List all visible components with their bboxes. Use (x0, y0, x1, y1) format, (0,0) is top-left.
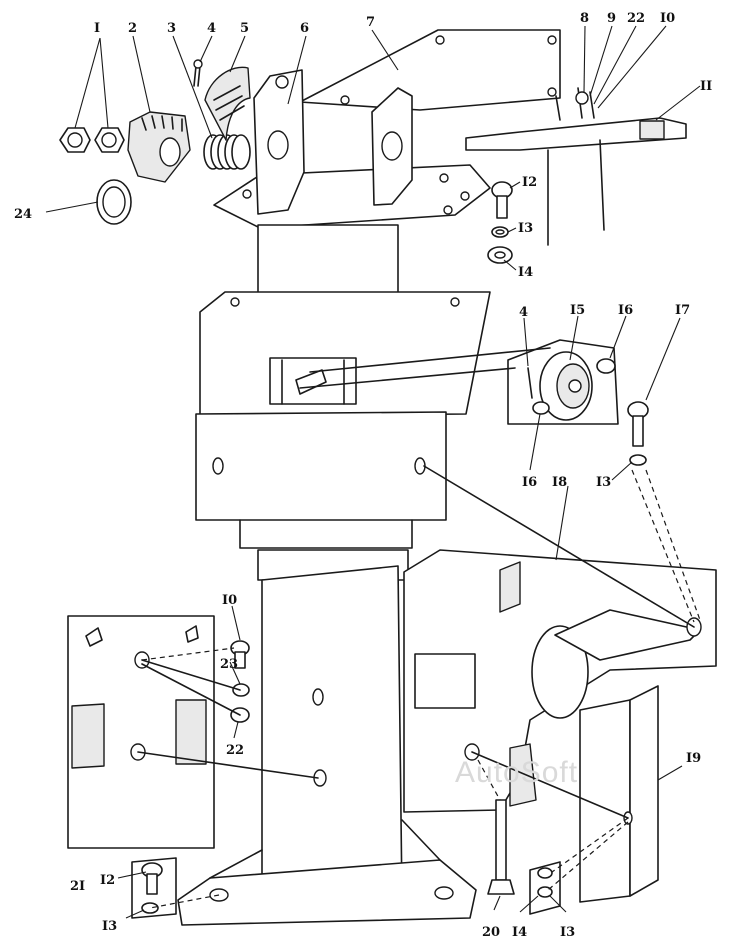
leader-lines (45, 25, 701, 919)
callout-part-18: I8 (552, 475, 567, 490)
callout-part-3: 3 (167, 21, 176, 36)
callout-part-13-bottom: I3 (560, 925, 575, 940)
bracket-ears-part-6 (253, 69, 413, 215)
callout-part-11: II (700, 79, 712, 94)
spring-part-3 (203, 134, 251, 170)
bolt-part-17 (627, 401, 649, 466)
cam-segment-part-5 (204, 66, 251, 141)
callout-part-24: 24 (14, 207, 32, 222)
callout-part-10-top: I0 (660, 11, 675, 26)
washer-part-23 (232, 683, 250, 697)
bolt-part-10-lower (230, 640, 250, 669)
callout-part-4-lower: 4 (519, 305, 528, 320)
pulley-bracket-part-15 (507, 339, 619, 425)
watermark: AutoSoft (455, 756, 579, 789)
callout-part-14-upper: I4 (518, 265, 533, 280)
callout-part-20: 20 (482, 925, 500, 940)
washer-part-13-upper (491, 226, 509, 238)
column-collar (199, 291, 491, 417)
bracket-bolt-lower-left (131, 857, 177, 919)
callout-part-14-lower: I4 (512, 925, 527, 940)
callout-part-4: 4 (207, 21, 216, 36)
nut-part-14-upper (487, 246, 513, 264)
callout-part-19: I9 (686, 751, 701, 766)
mounting-plate (213, 164, 491, 229)
callout-part-23: 23 (220, 657, 238, 672)
callout-part-12-lower: I2 (100, 873, 115, 888)
bolt-part-20 (487, 799, 515, 895)
washer-nut-lower-right (529, 861, 561, 915)
callout-part-9: 9 (607, 11, 616, 26)
callout-part-16-lower: I6 (522, 475, 537, 490)
callout-part-22-lower: 22 (226, 743, 244, 758)
nut-pair-part-1 (59, 127, 125, 153)
callout-part-6: 6 (300, 21, 309, 36)
callout-part-13-upper: I3 (518, 221, 533, 236)
callout-part-22-top: 22 (627, 11, 645, 26)
cotter-pin-part-4 (193, 59, 203, 87)
callout-part-13-lower: I3 (102, 919, 117, 934)
callout-part-5: 5 (240, 21, 249, 36)
callout-part-10-lower: I0 (222, 593, 237, 608)
side-panel-part-21 (67, 615, 215, 849)
callout-labels: I 2 3 4 5 6 7 8 9 22 I0 II 24 I2 I3 I4 4… (14, 11, 712, 940)
callout-part-21: 2I (70, 879, 85, 894)
callout-part-8: 8 (580, 11, 589, 26)
callout-part-2: 2 (128, 21, 137, 36)
callout-part-12-upper: I2 (522, 175, 537, 190)
lower-column-section (257, 549, 409, 901)
callout-part-13-mid: I3 (596, 475, 611, 490)
toothed-clutch-part-2 (127, 111, 191, 183)
callout-part-16-upper: I6 (618, 303, 633, 318)
callout-part-1: I (94, 21, 100, 36)
lever-plate-part-18 (403, 549, 717, 813)
callout-part-17: I7 (675, 303, 690, 318)
bolt-part-12-upper (491, 181, 513, 219)
top-plate-part-7 (299, 29, 561, 111)
callout-part-15: I5 (570, 303, 585, 318)
clamp-block (195, 411, 447, 549)
ring-part-24 (96, 179, 132, 225)
channel-part-19 (579, 685, 659, 903)
callout-part-7: 7 (366, 15, 375, 30)
lever-shaft-part-11 (465, 87, 687, 246)
